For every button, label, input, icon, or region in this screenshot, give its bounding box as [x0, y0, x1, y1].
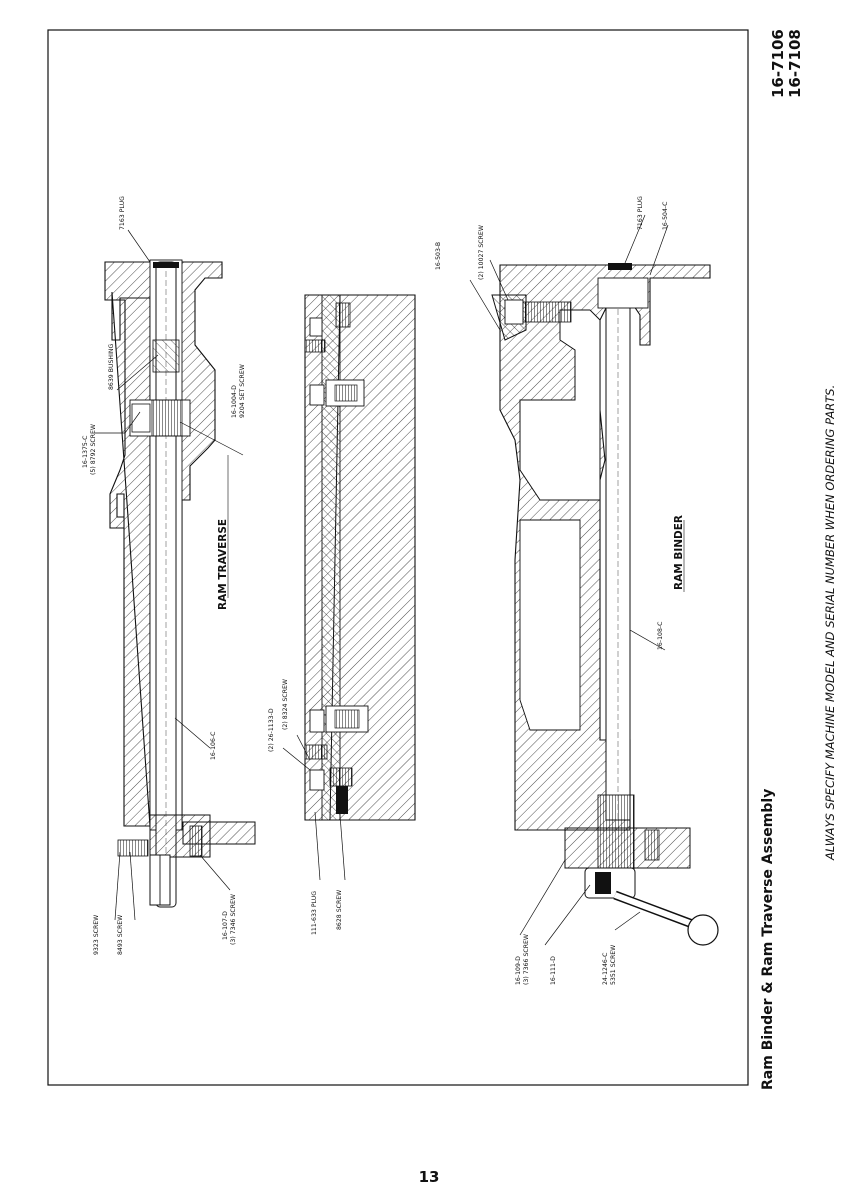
drawing-border — [47, 29, 749, 1086]
model-number-1: 16-7106 — [769, 29, 787, 98]
binder-plug — [608, 263, 632, 270]
ram-traverse-view — [104, 259, 256, 908]
label-2-10027-screw: (2) 10027 SCREW — [478, 225, 485, 280]
label-16-503-b: 16-503-B — [435, 242, 442, 270]
label-9204-set-screw: 9204 SET SCREW — [239, 364, 246, 418]
label-16-108-c: 16-108-C — [657, 622, 664, 650]
label-16-504-c: 16-504-C — [662, 202, 669, 230]
label-16-107-d: 16-107-D — [222, 911, 229, 940]
traverse-plug — [153, 262, 179, 268]
label-111-633-plug: 111-633 PLUG — [311, 891, 318, 935]
label-16-1004-d: 16-1004-D — [231, 385, 238, 418]
ram-binder-view — [491, 263, 719, 946]
label-2-26-1133-d: (2) 26-1133-D — [268, 708, 275, 752]
gib-view — [304, 294, 416, 821]
ram-traverse-title: RAM TRAVERSE — [217, 519, 229, 610]
label-2-8324-screw: (2) 8324 SCREW — [282, 679, 289, 730]
lever-ball — [687, 914, 719, 946]
label-16-109-d: 16-109-D — [515, 956, 522, 985]
label-5-8792-screw: (5) 8792 SCREW — [90, 424, 97, 475]
label-9323-screw: 9323 SCREW — [93, 915, 100, 955]
model-number-2: 16-7108 — [786, 29, 804, 98]
binder-bottom-plate — [564, 827, 691, 869]
part-labels: 7163 PLUG 8639 BUSHING 16-1375-C (5) 879… — [82, 196, 685, 985]
label-16-111-d: 16-111-D — [550, 956, 557, 985]
ordering-notice: ALWAYS SPECIFY MACHINE MODEL AND SERIAL … — [823, 385, 837, 861]
page-title: Ram Binder & Ram Traverse Assembly — [760, 789, 776, 1090]
label-16-1375-c: 16-1375-C — [82, 436, 89, 468]
label-8628-screw: 8628 SCREW — [336, 890, 343, 930]
label-underlines — [227, 455, 685, 598]
label-3-7346-screw: (3) 7346 SCREW — [230, 894, 237, 945]
label-7163-plug-binder: 7163 PLUG — [637, 196, 644, 230]
label-3-7366-screw: (3) 7366 SCREW — [523, 934, 530, 985]
leader-lines — [95, 214, 669, 946]
label-8493-screw: 8493 SCREW — [117, 915, 124, 955]
label-24-1246-c: 24-1246-C — [602, 953, 609, 985]
gib-body — [304, 294, 416, 821]
ram-binder-title: RAM BINDER — [673, 515, 685, 590]
page-number: 13 — [418, 1168, 440, 1186]
label-8639-bushing: 8639 BUSHING — [108, 343, 115, 390]
label-16-106-c: 16-106-C — [210, 732, 217, 760]
label-7163-plug-top: 7163 PLUG — [119, 196, 126, 230]
label-5351-screw: 5351 SCREW — [610, 945, 617, 985]
